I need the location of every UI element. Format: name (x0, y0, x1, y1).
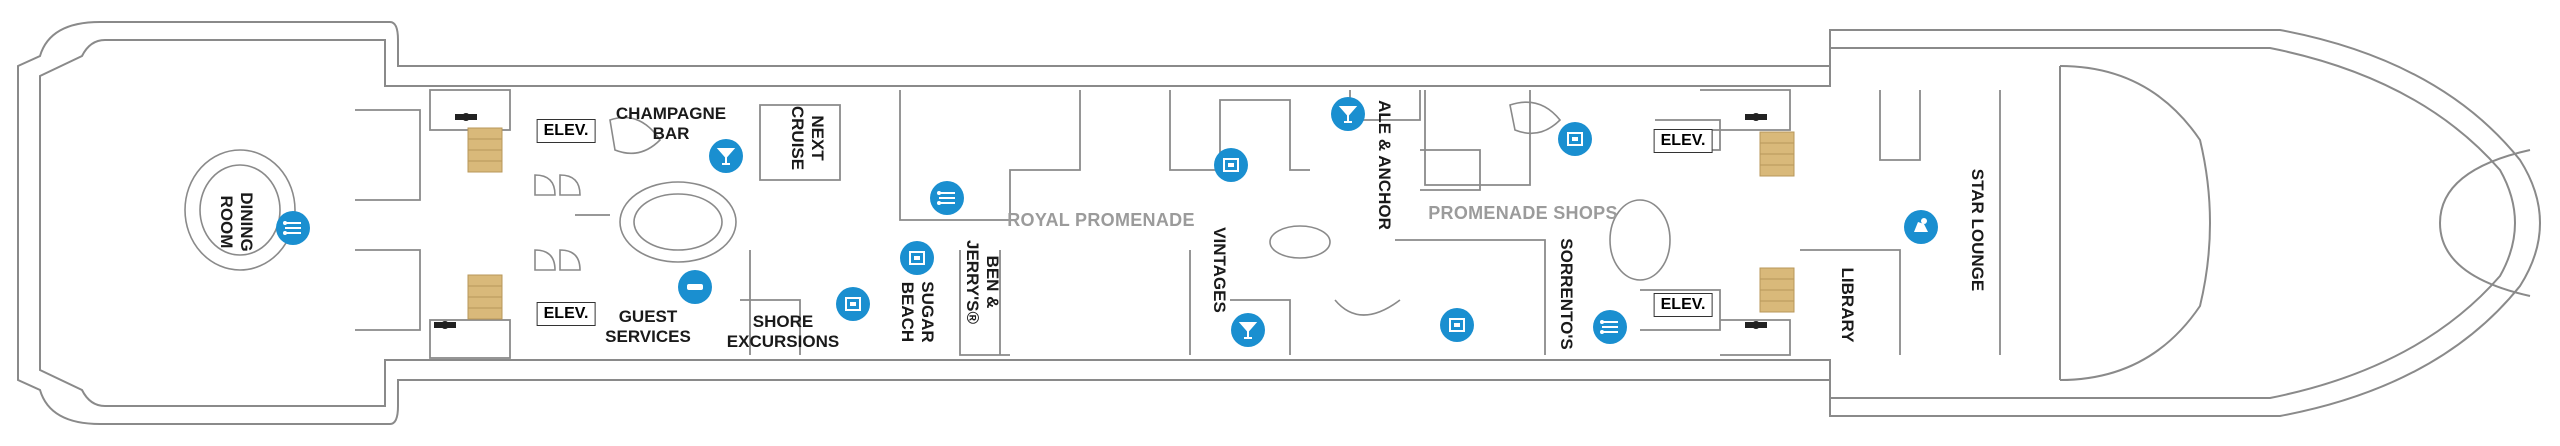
hull-outline (17, 21, 2541, 425)
shop-icon[interactable] (900, 241, 934, 275)
bar-icon[interactable] (709, 139, 743, 173)
label-ale-anchor: ALE & ANCHOR (1375, 100, 1394, 230)
bar-icon[interactable] (1231, 313, 1265, 347)
shop-icon[interactable] (836, 287, 870, 321)
shop-icon[interactable] (1558, 122, 1592, 156)
label-royal-promenade: ROYAL PROMENADE (1007, 210, 1195, 230)
dining-icon[interactable] (276, 211, 310, 245)
label-sorrentos: SORRENTO'S (1557, 238, 1576, 350)
label-star-lounge: STAR LOUNGE (1968, 168, 1987, 292)
label-vintages: VINTAGES (1210, 227, 1229, 313)
label-ben-jerrys: BEN &JERRY'S® (963, 240, 1002, 324)
shop-icon[interactable] (1440, 308, 1474, 342)
stair-treads (468, 138, 1794, 309)
lounge-icon[interactable] (1904, 210, 1938, 244)
dining-icon[interactable] (1593, 310, 1627, 344)
label-elevator: ELEV. (536, 302, 596, 326)
dining-icon[interactable] (930, 181, 964, 215)
label-elevator: ELEV. (1653, 293, 1713, 317)
seating-shapes (184, 101, 1671, 316)
label-elevator: ELEV. (1653, 129, 1713, 153)
shop-icon[interactable] (1214, 148, 1248, 182)
interior-walls (355, 89, 2001, 359)
bar-icon[interactable] (1331, 97, 1365, 131)
label-promenade-shops: PROMENADE SHOPS (1428, 203, 1618, 223)
label-library: LIBRARY (1838, 267, 1857, 343)
info-icon[interactable] (678, 270, 712, 304)
label-elevator: ELEV. (536, 119, 596, 143)
elevator-symbols (434, 113, 1767, 329)
